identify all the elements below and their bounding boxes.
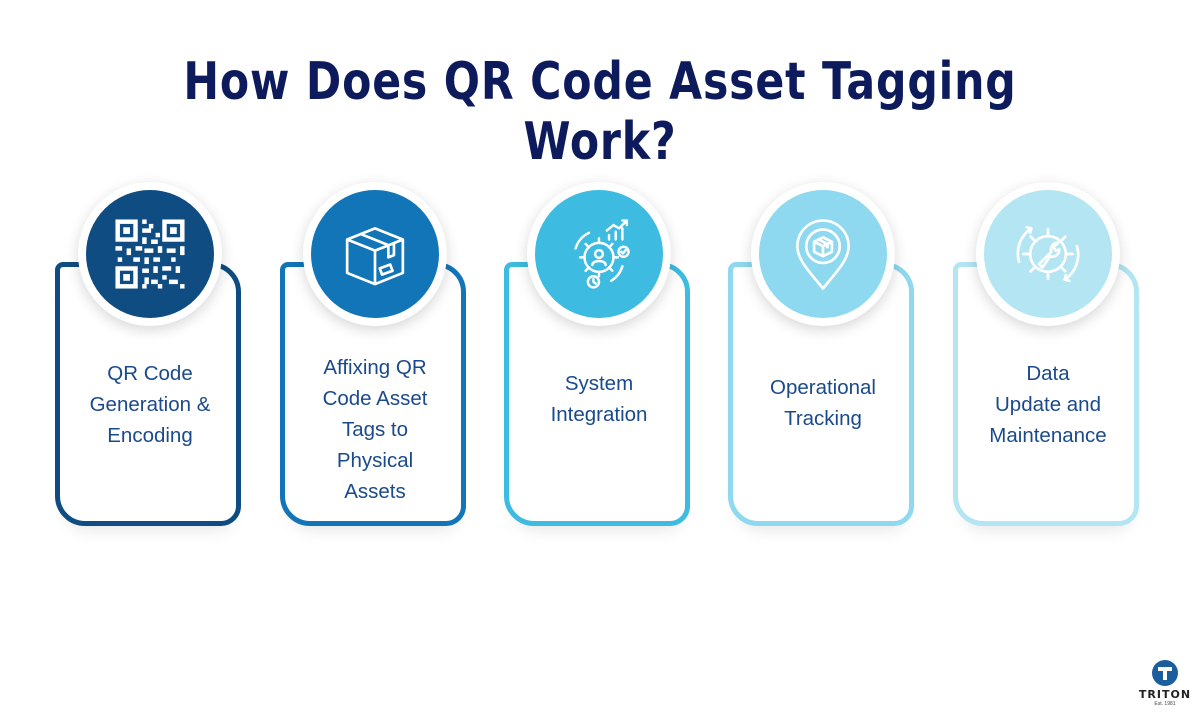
icon-disc [984, 190, 1112, 318]
step-operational-tracking: Operational Tracking [726, 178, 926, 558]
step-data-update: Data Update and Maintenance [951, 178, 1151, 558]
box-icon [345, 227, 405, 286]
qr-code-icon [115, 219, 185, 289]
icon-disc [759, 190, 887, 318]
triton-logo-icon [1152, 660, 1178, 686]
step-label: Data Update and Maintenance [989, 362, 1107, 447]
step-system-integration: System Integration [502, 178, 702, 558]
icon-disc [535, 190, 663, 318]
location-pin-box-icon [796, 219, 850, 290]
triton-logo: TRITON Est. 1981 [1138, 660, 1192, 716]
gear-wrench-icon [1016, 225, 1080, 283]
logo-wordmark: TRITON [1138, 688, 1192, 701]
step-qr-code-generation: QR Code Generation & Encoding [53, 178, 253, 558]
step-card [280, 262, 466, 526]
step-card [504, 262, 690, 526]
icon-disc [311, 190, 439, 318]
logo-established: Est. 1981 [1154, 701, 1176, 707]
icon-disc [86, 190, 214, 318]
step-label: QR Code Generation & Encoding [89, 362, 211, 447]
page-title: How Does QR Code Asset Tagging Work? [183, 52, 1017, 172]
system-integration-icon [574, 219, 630, 289]
step-affixing-tags: Affixing QR Code Asset Tags to Physical … [278, 178, 478, 558]
step-label: System Integration [550, 372, 648, 426]
step-label: Affixing QR Code Asset Tags to Physical … [322, 356, 428, 503]
step-label: Operational Tracking [770, 376, 876, 430]
